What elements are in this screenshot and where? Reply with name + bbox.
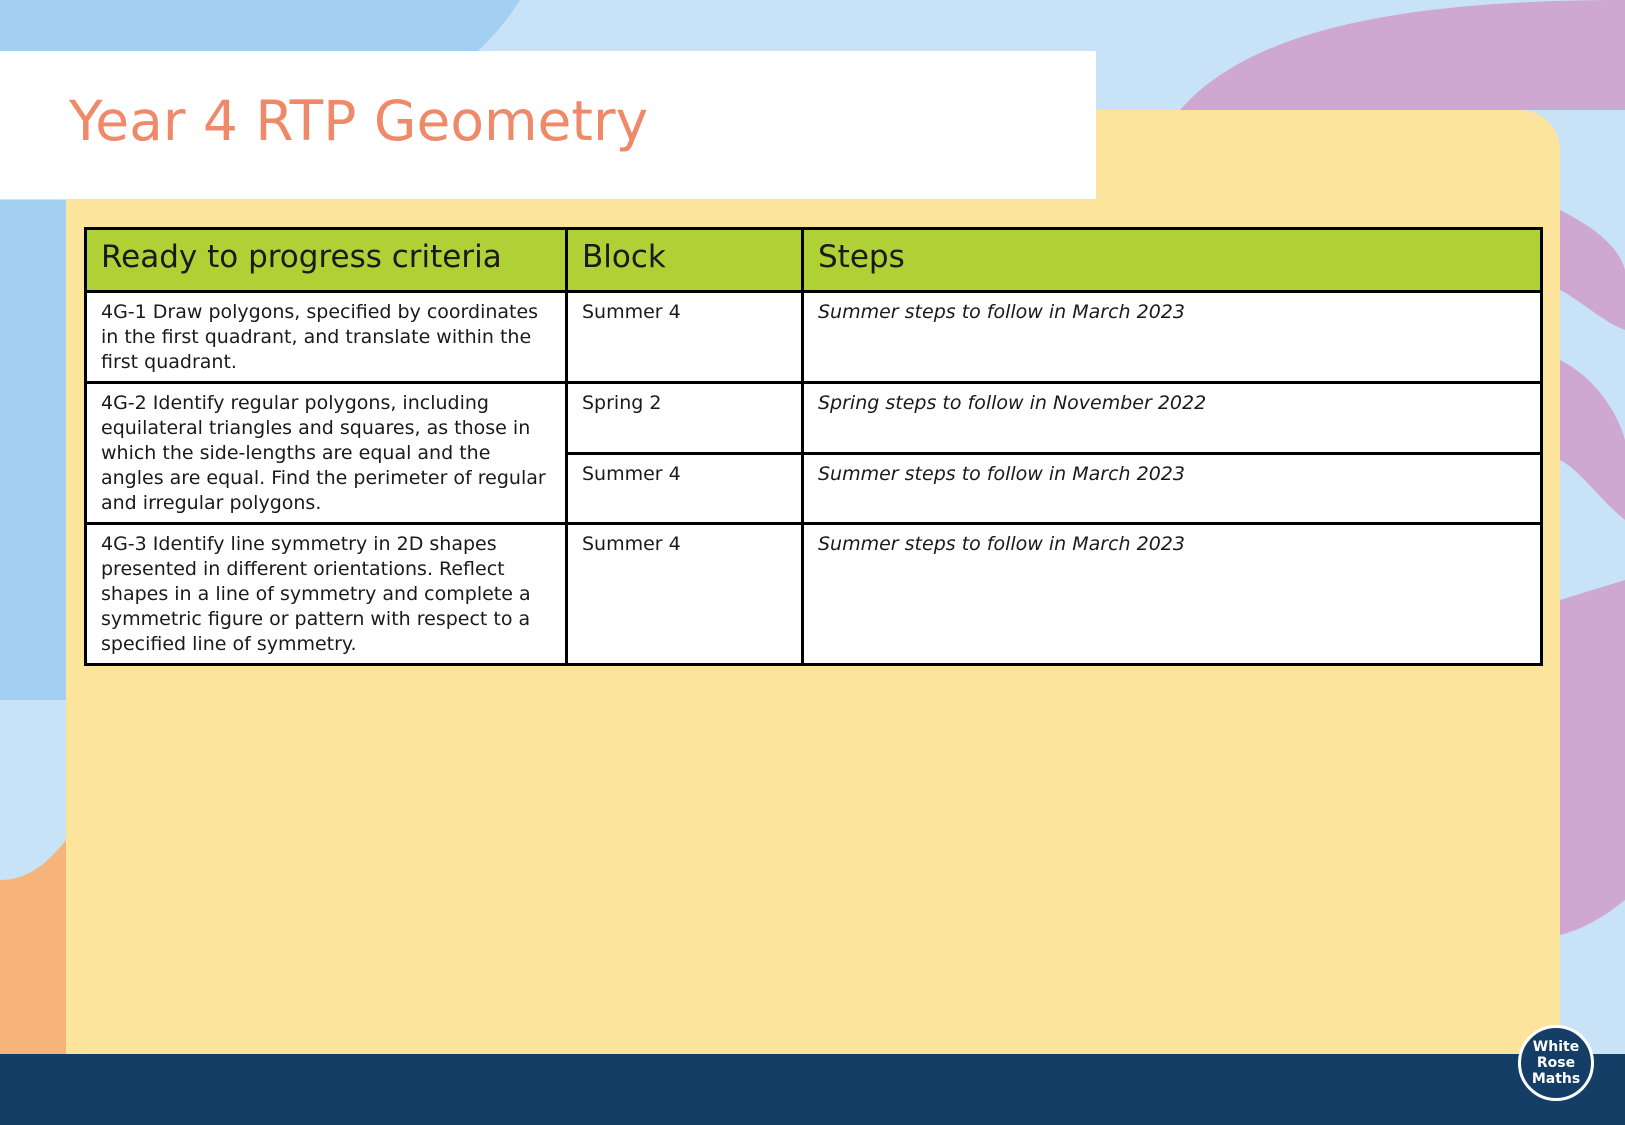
criteria-cell: 4G-1 Draw polygons, specified by coordin… [84,290,568,384]
steps-cell: Summer steps to follow in March 2023 [801,522,1543,666]
steps-cell: Summer steps to follow in March 2023 [801,290,1543,384]
logo-text-line1: White [1532,1039,1580,1055]
header-block: Block [565,227,804,293]
steps-cell: Spring steps to follow in November 2022 [801,381,1543,455]
page-title: Year 4 RTP Geometry [69,89,649,153]
table-row: 4G-3 Identify line symmetry in 2D shapes… [84,522,1543,666]
header-criteria: Ready to progress criteria [84,227,568,293]
table-row: 4G-1 Draw polygons, specified by coordin… [84,290,1543,384]
block-cell: Spring 2 [565,381,804,455]
logo-text-line2: Rose [1536,1055,1576,1071]
steps-cell: Summer steps to follow in March 2023 [801,451,1543,525]
logo-text-line3: Maths [1531,1071,1581,1087]
criteria-cell: 4G-3 Identify line symmetry in 2D shapes… [84,522,568,666]
block-cell: Summer 4 [565,290,804,384]
table-row: 4G-2 Identify regular polygons, includin… [84,381,1543,525]
table-header-row: Ready to progress criteria Block Steps [84,227,1543,293]
block-cell: Summer 4 [565,451,804,525]
header-steps: Steps [801,227,1543,293]
table-row: Summer 4 Summer steps to follow in March… [86,451,1543,525]
white-rose-maths-logo: White Rose Maths [1518,1025,1594,1101]
criteria-cell: 4G-2 Identify regular polygons, includin… [84,381,568,525]
rtp-table: Ready to progress criteria Block Steps 4… [84,227,1543,666]
title-box [0,51,1096,199]
footer-bar [0,1054,1625,1125]
block-cell: Summer 4 [565,522,804,666]
